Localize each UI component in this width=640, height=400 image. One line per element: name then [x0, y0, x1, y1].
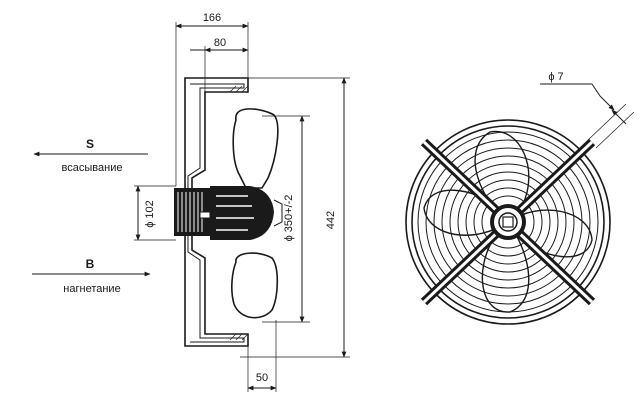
guard-wires [425, 139, 591, 305]
dim-blade-diameter-value: ϕ 350+/-2 [283, 195, 295, 242]
dim-overall-depth-value: 166 [203, 12, 221, 24]
motor-hub [174, 186, 283, 240]
dim-inner-depth: 80 [190, 37, 249, 92]
dim-hole-diameter-value: ϕ 7 [548, 71, 563, 83]
suction-flow: S всасывание [33, 137, 148, 174]
dim-blade-diameter: ϕ 350+/-2 [262, 115, 310, 323]
suction-label: всасывание [62, 162, 123, 174]
dim-overall-depth: 166 [175, 12, 249, 186]
dim-guard-height-value: 442 [325, 211, 337, 229]
discharge-flow: B нагнетание [32, 257, 151, 295]
dim-mount-offset: 50 [247, 320, 277, 392]
dim-mount-offset-value: 50 [256, 372, 268, 384]
center-hub [490, 204, 526, 240]
dim-inner-depth-value: 80 [214, 37, 226, 49]
dim-hub-diameter-value: ϕ 102 [144, 200, 156, 228]
dim-hole-diameter: ϕ 7 [540, 71, 635, 149]
dim-guard-height: 442 [240, 77, 350, 358]
side-view: 166 80 ϕ 102 ϕ 350+/-2 442 [134, 12, 350, 392]
front-view: ϕ 7 [405, 71, 635, 325]
upper-blade [232, 108, 279, 189]
mounting-struts [420, 138, 596, 306]
suction-letter: S [86, 137, 94, 151]
dim-hub-diameter: ϕ 102 [134, 185, 176, 241]
discharge-label: нагнетание [63, 283, 120, 295]
discharge-letter: B [86, 257, 95, 271]
guard-outer-ring [405, 119, 611, 325]
lower-blade [231, 252, 279, 319]
